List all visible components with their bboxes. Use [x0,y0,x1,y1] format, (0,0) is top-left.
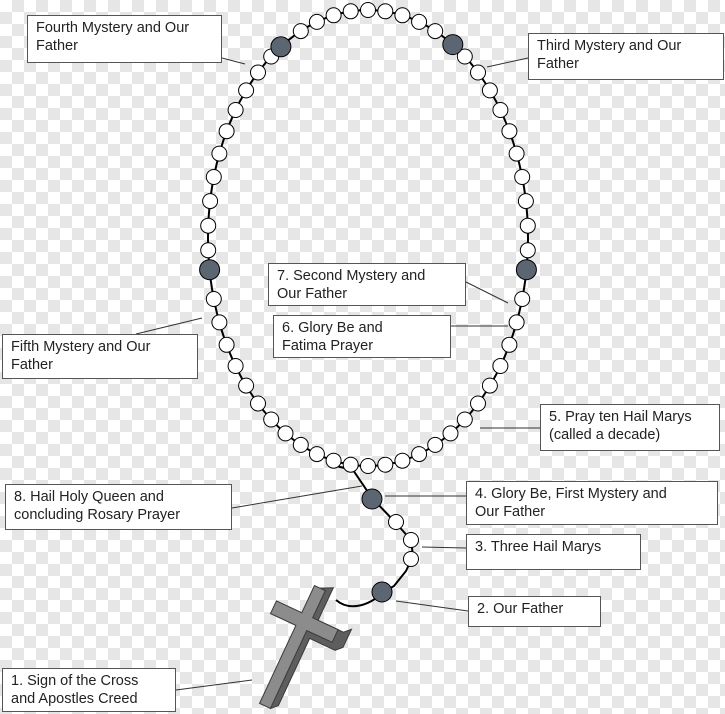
hail-mary-bead [292,23,309,40]
label-pray-decade: 5. Pray ten Hail Marys (called a decade) [540,404,720,451]
hail-mary-bead [501,123,518,140]
hail-mary-bead [211,314,228,331]
cross-shape [258,584,353,710]
leader-line [465,281,509,304]
hail-mary-bead [394,7,411,24]
hail-mary-bead [263,411,280,428]
our-father-bead [442,34,464,56]
hail-mary-bead [442,425,459,442]
hail-mary-bead [517,193,534,210]
our-father-bead [361,488,383,510]
hail-mary-bead [427,436,444,453]
hail-mary-bead [514,291,531,307]
hail-mary-bead [492,358,509,374]
hail-mary-bead [205,291,222,307]
hail-mary-bead [205,169,222,185]
hail-mary-bead [218,336,235,353]
hail-mary-bead [277,425,294,442]
hail-mary-bead [411,13,428,30]
our-father-bead [199,259,221,281]
our-father-bead [270,36,292,58]
cross-face [258,584,339,710]
hail-mary-bead [238,82,255,99]
hail-mary-bead [227,358,244,374]
label-sign-of-cross: 1. Sign of the Cross and Apostles Creed [2,668,176,712]
leader-lines [135,57,540,691]
hail-mary-bead [250,64,266,81]
hail-mary-bead [508,314,525,331]
hail-mary-bead [388,514,404,530]
label-first-mystery: 4. Glory Be, First Mystery and Our Fathe… [466,481,718,525]
hail-mary-bead [200,217,217,234]
hail-mary-bead [470,395,486,412]
hail-mary-bead [481,377,498,394]
hail-mary-bead [202,193,219,210]
hail-mary-bead [411,446,428,463]
hail-mary-bead [481,82,498,99]
hail-mary-bead [360,2,376,18]
label-hail-holy-queen: 8. Hail Holy Queen and concluding Rosary… [5,484,232,530]
leader-line [231,485,363,509]
leader-line [395,600,469,612]
hail-mary-bead [508,145,525,162]
hail-mary-bead [519,242,536,259]
leader-line [486,57,529,68]
hail-mary-bead [238,377,255,394]
label-second-mystery: 7. Second Mystery and Our Father [268,263,466,306]
hail-mary-bead [308,446,325,463]
hail-mary-bead [227,102,244,118]
hail-mary-bead [325,452,342,469]
our-father-bead [515,259,537,281]
hail-mary-bead [492,102,509,118]
label-fourth-mystery: Fourth Mystery and Our Father [27,15,222,63]
label-third-mystery: Third Mystery and Our Father [528,33,724,80]
hail-mary-bead [519,217,536,234]
leader-line [421,546,467,549]
hail-mary-bead [292,436,309,453]
hail-mary-bead [325,7,342,24]
hail-mary-bead [342,456,359,473]
hail-mary-bead [342,3,359,20]
label-glory-be-fatima: 6. Glory Be and Fatima Prayer [273,315,451,358]
hail-mary-bead [427,23,444,40]
pendant-cord [335,465,415,594]
hail-mary-bead [403,551,419,567]
leader-line [135,317,203,335]
hail-mary-bead [377,456,394,473]
leader-line [221,57,246,65]
hail-mary-bead [211,145,228,162]
leader-line [175,679,253,691]
hail-mary-bead [514,169,531,185]
hail-mary-bead [394,452,411,469]
hail-mary-bead [470,64,486,81]
hail-mary-bead [456,411,473,428]
hail-mary-bead [403,532,419,548]
hail-mary-bead [377,3,394,20]
hail-mary-bead [501,336,518,353]
hail-mary-bead [456,48,473,65]
label-our-father: 2. Our Father [468,596,601,627]
hail-mary-bead [200,242,217,259]
label-three-hail-marys: 3. Three Hail Marys [466,534,641,570]
label-fifth-mystery: Fifth Mystery and Our Father [2,334,198,379]
crucifix [258,584,353,710]
hail-mary-bead [250,395,266,412]
hail-mary-bead [360,458,376,474]
hail-mary-bead [218,123,235,140]
hail-mary-bead [308,13,325,30]
our-father-bead [371,581,393,603]
rosary-beads [199,2,537,603]
